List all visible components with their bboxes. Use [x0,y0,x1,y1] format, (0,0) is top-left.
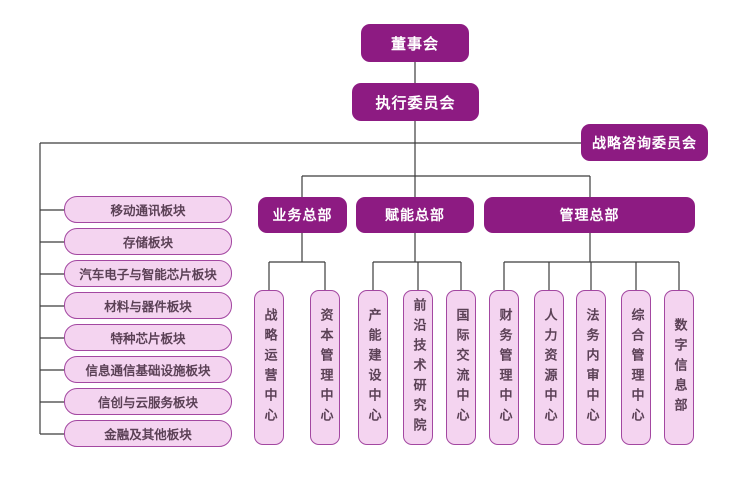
segment-box-ict-infrastructure: 信息通信基础设施板块 [64,356,232,383]
center-box-capital-management: 资本管理中心 [310,290,340,445]
center-box-digital-information: 数字信息部 [664,290,694,445]
segment-box-materials-devices: 材料与器件板块 [64,292,232,319]
center-box-capacity-building: 产能建设中心 [358,290,388,445]
center-box-international-exchange: 国际交流中心 [446,290,476,445]
segment-box-specialty-chips: 特种芯片板块 [64,324,232,351]
segment-box-storage: 存储板块 [64,228,232,255]
center-box-general-management: 综合管理中心 [621,290,651,445]
strategic-advisory-committee-box: 战略咨询委员会 [581,124,708,161]
executive-committee-box: 执行委员会 [352,83,479,121]
center-box-strategic-operations: 战略运营中心 [254,290,284,445]
segment-box-automotive-smart-chips: 汽车电子与智能芯片板块 [64,260,232,287]
center-box-financial-management: 财务管理中心 [489,290,519,445]
center-box-frontier-tech-institute: 前沿技术研究院 [403,290,433,445]
segment-box-xinchuang-cloud: 信创与云服务板块 [64,388,232,415]
segment-box-mobile-communications: 移动通讯板块 [64,196,232,223]
segment-box-finance-others: 金融及其他板块 [64,420,232,447]
connector-line-group [39,62,680,435]
board-of-directors-box: 董事会 [361,24,469,62]
business-hq-box: 业务总部 [258,197,347,233]
management-hq-box: 管理总部 [484,197,695,233]
enablement-hq-box: 赋能总部 [356,197,474,233]
center-box-legal-internal-audit: 法务内审中心 [576,290,606,445]
center-box-human-resources: 人力资源中心 [534,290,564,445]
